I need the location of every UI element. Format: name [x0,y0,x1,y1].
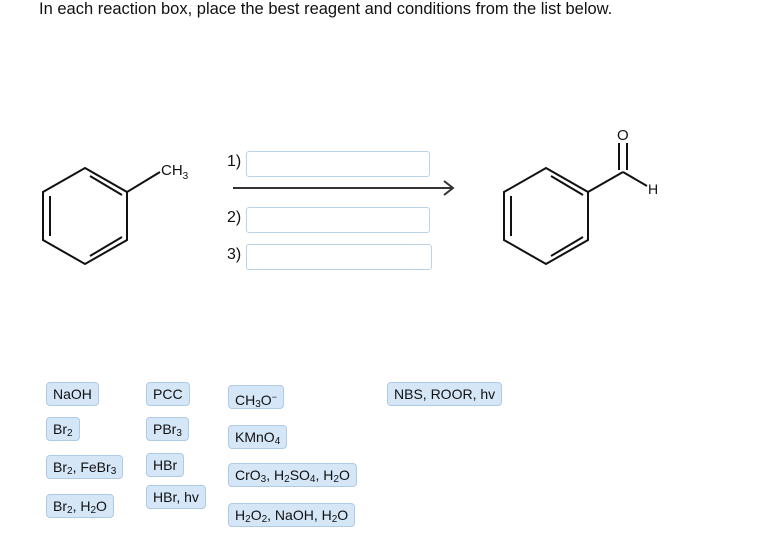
reagent-hbr-hv[interactable]: HBr, hv [146,485,206,509]
instruction-text: In each reaction box, place the best rea… [39,0,613,18]
reagent-text-part: 3 [260,474,267,485]
reagent-methoxide[interactable]: CH3O− [228,385,284,410]
reaction-box-3[interactable] [246,244,432,270]
reagent-text-part: O [338,467,350,483]
reaction-box-2[interactable] [246,207,430,233]
reagent-br2[interactable]: Br2 [46,417,80,441]
reagent-text-part: HBr [153,457,178,473]
reagent-text-part: O [337,507,349,523]
reagent-text-part: − [271,392,277,402]
reagent-text-part: H [235,507,246,523]
product-oxygen-label: O [617,127,629,144]
step-3-label: 3) [227,246,242,263]
reagent-text-part: 2 [333,474,339,485]
reagent-text-part: 2 [284,474,290,485]
reagent-pbr3[interactable]: PBr3 [146,417,189,441]
benzaldehyde-structure [503,143,648,266]
reagent-text-part: Br [53,459,67,475]
toluene-structure [42,166,161,266]
reagent-text-part: , H [315,467,334,483]
reagent-text-part: Br [53,498,67,514]
reagent-br2-febr3[interactable]: Br2, FeBr3 [46,455,124,479]
product-hydrogen-label: H [648,181,659,197]
reagent-text-part: 3 [255,399,261,410]
reagent-br2-h2o[interactable]: Br2, H2O [46,494,114,518]
reagent-text-part: 4 [274,436,281,447]
reagent-text-part: 2 [67,466,73,477]
reagent-text-part: , NaOH, H [267,507,332,523]
reagent-text-part: , FeBr [72,459,111,475]
reagent-text-part: Br [53,421,67,437]
reagent-text-part: 2 [245,514,251,525]
reagent-text-part: 2 [331,514,338,525]
reagent-text-part: SO [289,467,310,483]
reagent-h2o2-naoh-h2o[interactable]: H2O2, NaOH, H2O [228,503,356,527]
reagent-text-part: 2 [261,514,268,525]
reagent-text-part: CH [235,392,256,408]
reagent-text-part: O [96,498,107,514]
step-1-label: 1) [227,153,242,170]
reagent-text-part: 3 [110,466,117,477]
reagent-text-part: 3 [176,428,182,439]
reagent-hbr[interactable]: HBr [146,453,185,477]
reagent-text-part: 2 [67,428,73,439]
reagent-text-part: PBr [153,421,177,437]
reagent-nbs-roor-hv[interactable]: NBS, ROOR, hv [387,382,503,406]
reagent-text-part: CrO [235,467,261,483]
reagent-text-part: , H [266,467,285,483]
reaction-box-1[interactable] [246,151,430,177]
reagent-kmno4[interactable]: KMnO4 [228,425,288,449]
reagent-text-part: O [250,507,262,523]
reagent-text-part: , H [72,498,91,514]
reagent-text-part: KMnO [235,429,275,445]
reagent-text-part: HBr, hv [153,489,199,505]
reagent-pcc[interactable]: PCC [146,382,190,406]
reagent-text-part: 2 [67,505,73,516]
reactant-ch3-label: CH3 [161,162,189,182]
reagent-text-part: NaOH [53,386,92,402]
step-2-label: 2) [227,209,242,226]
reagent-naoh[interactable]: NaOH [46,382,99,406]
reagent-text-part: PCC [153,386,183,402]
reagent-text-part: 4 [309,474,316,485]
reagent-text-part: 2 [90,505,97,516]
reagent-text-part: NBS, ROOR, hv [394,386,496,402]
reagent-cro3-h2so4-h2o[interactable]: CrO3, H2SO4, H2O [228,463,357,487]
reaction-arrow [233,180,455,196]
reagent-text-part: O [260,392,272,408]
